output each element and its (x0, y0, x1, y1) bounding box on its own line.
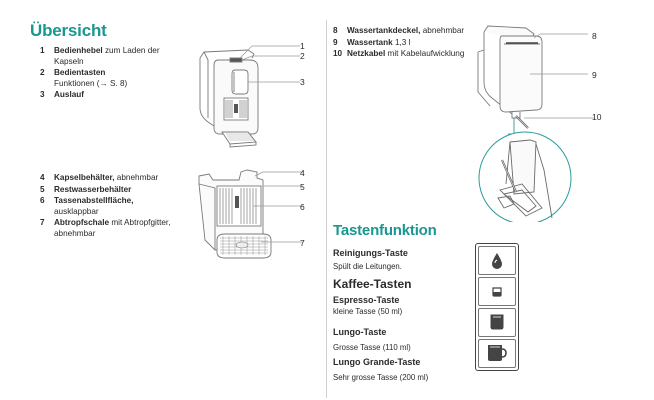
legend-term: Bedientasten (54, 68, 106, 78)
overview-title: Übersicht (30, 21, 107, 40)
legend-item-9: 9 Wassertank 1,3 l (333, 38, 483, 49)
legend-group-b: 4 Kapselbehälter, abnehmbar 5 Restwasser… (40, 173, 190, 241)
machine-rear-illustration (477, 25, 594, 222)
lungo-button (478, 307, 516, 338)
callout-9: 9 (592, 70, 597, 80)
legend-item-6: 6 Tassenabstellfläche,ausklappbar (40, 196, 190, 217)
espresso-button (478, 276, 516, 307)
callout-1: 1 (300, 41, 305, 51)
column-divider (326, 20, 327, 398)
legend-number: 9 (333, 37, 338, 47)
cleaning-button-desc: Spült die Leitungen. (333, 262, 402, 271)
small-cup-icon (492, 286, 502, 297)
legend-item-7: 7 Abtropfschale mit Abtropfgitter, abnehm… (40, 218, 190, 239)
legend-desc: mit Abtropfgitter, (109, 218, 171, 228)
callout-4: 4 (300, 168, 305, 178)
legend-desc: zum Laden der (102, 46, 160, 55)
legend-item-10: 10 Netzkabel mit Kabelaufwicklung (333, 49, 483, 60)
legend-item-3: 3 Auslauf (40, 90, 190, 101)
legend-desc: abnehmbar (420, 26, 465, 35)
callout-8: 8 (592, 31, 597, 41)
legend-item-5: 5 Restwasserbehälter (40, 185, 190, 196)
legend-term: Bedienhebel (54, 46, 103, 55)
legend-term: Kapselbehälter, (54, 173, 115, 182)
legend-item-8: 8 Wassertankdeckel, abnehmbar (333, 26, 483, 37)
lungo-grande-button-label: Lungo Grande-Taste (333, 357, 421, 367)
button-panel (475, 243, 519, 371)
legend-desc-line2: abnehmbar (54, 228, 96, 238)
legend-term: Auslauf (54, 90, 85, 100)
legend-number: 10 (333, 49, 343, 59)
lungo-grande-button (478, 338, 516, 368)
legend-number: 1 (40, 46, 45, 55)
legend-number: 8 (333, 26, 338, 35)
callout-10: 10 (592, 112, 602, 122)
legend-number: 4 (40, 173, 45, 182)
capsule-container-illustration (198, 169, 303, 259)
legend-term: Restwasserbehälter (54, 184, 132, 194)
legend-number: 2 (40, 68, 45, 78)
legend-item-4: 4 Kapselbehälter, abnehmbar (40, 173, 190, 184)
callout-5: 5 (300, 182, 305, 192)
machine-front-illustration (199, 45, 300, 148)
callout-6: 6 (300, 202, 305, 212)
water-drop-icon (492, 252, 502, 269)
callout-2: 2 (300, 51, 305, 61)
legend-desc-line2: ausklappbar (54, 206, 99, 216)
legend-desc: mit Kabelaufwicklung (385, 49, 465, 59)
lungo-grande-button-desc: Sehr grosse Tasse (200 ml) (333, 373, 429, 382)
legend-desc: abnehmbar (114, 173, 159, 182)
callout-7: 7 (300, 238, 305, 248)
legend-term: Wassertank (347, 37, 393, 47)
legend-number: 7 (40, 218, 45, 228)
legend-term: Wassertankdeckel, (347, 26, 421, 35)
legend-desc-line2: Kapseln (54, 56, 84, 66)
legend-term: Tassenabstellfläche, (54, 196, 134, 206)
callout-3: 3 (300, 77, 305, 87)
legend-number: 6 (40, 196, 45, 206)
button-functions-title: Tastenfunktion (333, 222, 437, 239)
legend-number: 5 (40, 184, 45, 194)
medium-cup-icon (490, 314, 504, 330)
large-mug-icon (488, 345, 507, 362)
espresso-button-label: Espresso-Taste (333, 295, 400, 305)
lungo-button-desc: Grosse Tasse (110 ml) (333, 343, 411, 352)
cleaning-button (478, 246, 516, 276)
legend-term: Abtropfschale (54, 218, 110, 228)
espresso-button-desc: kleine Tasse (50 ml) (333, 307, 403, 316)
legend-desc-line2: Funktionen (→ S. 8) (54, 78, 128, 88)
lungo-button-label: Lungo-Taste (333, 327, 387, 337)
legend-group-c: 8 Wassertankdeckel, abnehmbar 9 Wasserta… (333, 26, 483, 61)
coffee-buttons-heading: Kaffee-Tasten (333, 277, 412, 291)
legend-desc: 1,3 l (392, 37, 411, 47)
cleaning-button-label: Reinigungs-Taste (333, 248, 408, 258)
legend-term: Netzkabel (347, 49, 386, 59)
legend-number: 3 (40, 90, 45, 100)
